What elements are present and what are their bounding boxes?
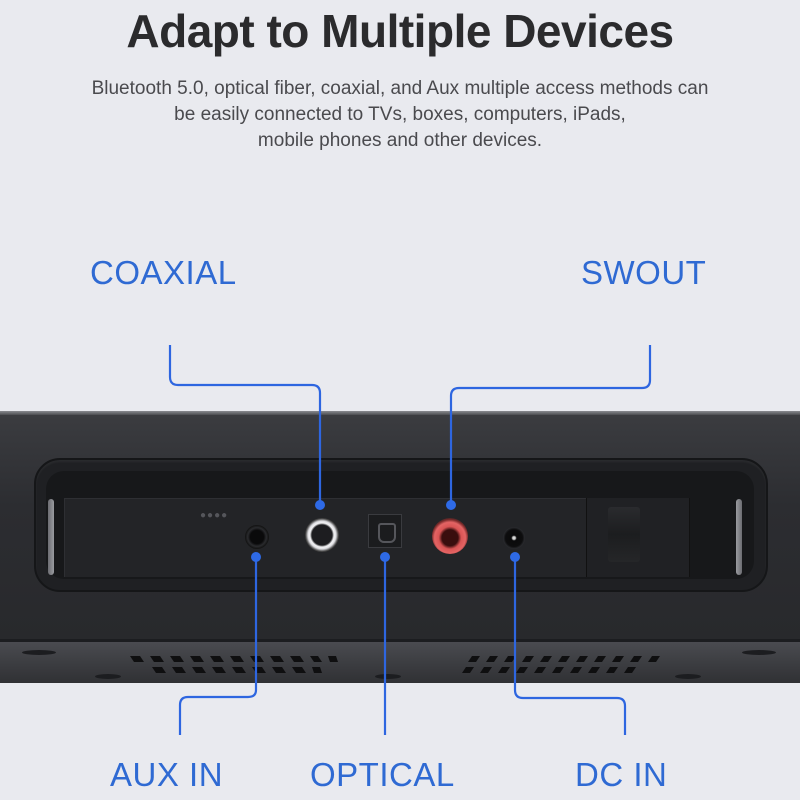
aux-in-port-icon [245, 525, 269, 549]
soundbar-rear-panel: ●●●● [0, 411, 800, 683]
recess-highlight-right [736, 499, 742, 575]
optical-label: OPTICAL [310, 756, 455, 793]
foot-icon [675, 674, 701, 679]
aux-in-label: AUX IN [110, 756, 224, 793]
page-subtitle: Bluetooth 5.0, optical fiber, coaxial, a… [0, 76, 800, 154]
swout-label: SWOUT [581, 254, 707, 291]
soundbar-top-edge [0, 411, 800, 415]
foot-icon [95, 674, 121, 679]
optical-port-icon [368, 514, 402, 548]
recess-highlight-left [48, 499, 54, 575]
coaxial-port-icon [305, 518, 339, 552]
coaxial-label: COAXIAL [90, 254, 237, 291]
foot-icon [742, 650, 776, 655]
subtitle-line-1: Bluetooth 5.0, optical fiber, coaxial, a… [91, 78, 709, 99]
vent-grille-icon [130, 656, 660, 673]
foot-icon [375, 674, 401, 679]
dc-in-port-icon [503, 527, 525, 549]
soundbar-bottom-face [0, 642, 800, 683]
subtitle-line-3: mobile phones and other devices. [257, 130, 543, 151]
indicator-dots-icon: ●●●● [200, 510, 229, 521]
power-switch-icon [608, 507, 640, 562]
soundbar-seam [0, 639, 800, 642]
swout-port-icon [432, 518, 468, 554]
page-title: Adapt to Multiple Devices [126, 5, 674, 57]
dc-in-label: DC IN [575, 756, 668, 793]
foot-icon [22, 650, 56, 655]
subtitle-line-2: be easily connected to TVs, boxes, compu… [174, 104, 626, 125]
